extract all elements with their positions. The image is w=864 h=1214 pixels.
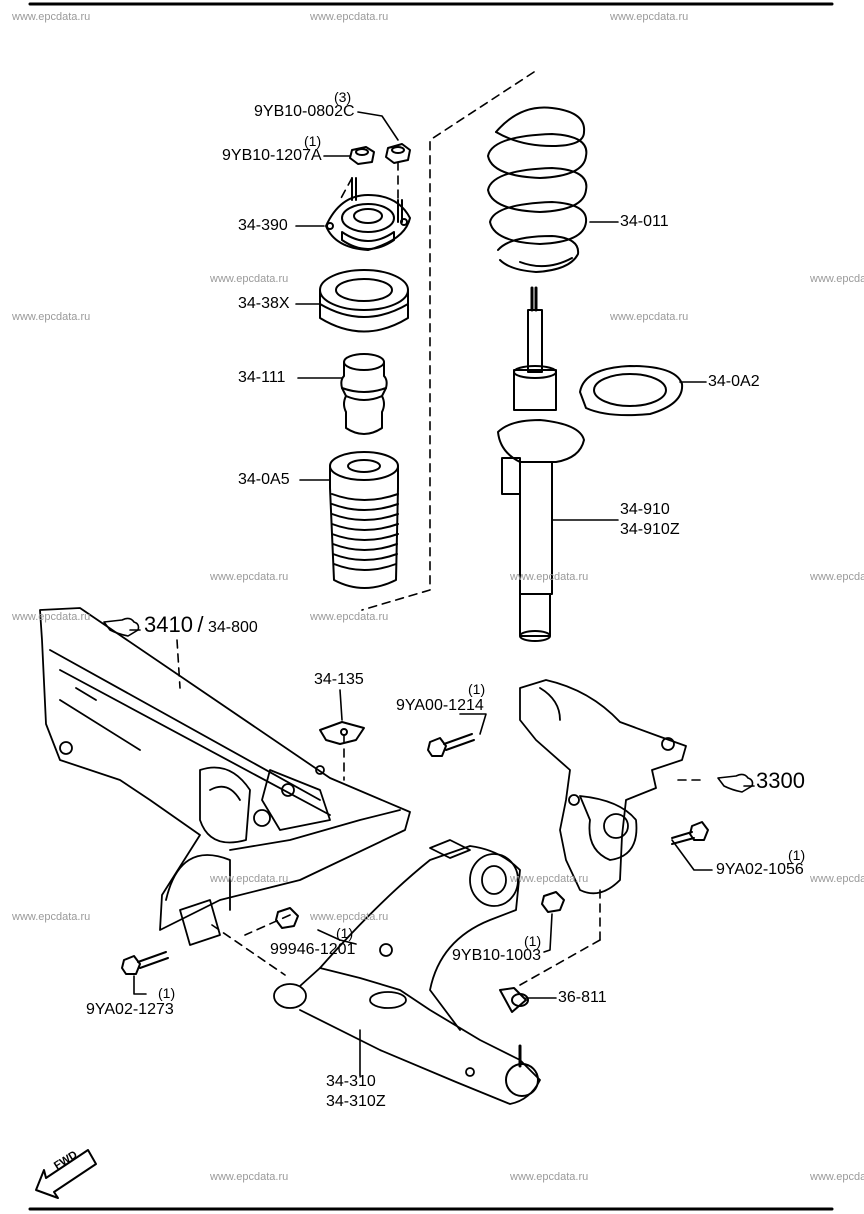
- shock-absorber-910: [497, 286, 585, 642]
- ref-knuckle: 3300: [756, 770, 805, 792]
- ref-crossmember-main: 3410: [144, 612, 193, 637]
- ref-crossmember-sep: /: [197, 612, 204, 637]
- dust-boot-0a5: [329, 451, 399, 589]
- qty-0802c: (3): [334, 89, 352, 105]
- part-34-0a2: 34-0A2: [708, 373, 760, 390]
- part-34-111: 34-111: [238, 369, 286, 386]
- ref-knuckle-main: 3300: [756, 768, 805, 793]
- watermark: www.epcdata.ru: [510, 873, 589, 885]
- watermark: www.epcdata.ru: [210, 873, 289, 885]
- watermark: www.epcdata.ru: [610, 11, 689, 23]
- part-99946-1201: 99946-1201: [270, 941, 356, 958]
- part-9ya00-1214: 9YA00-1214: [396, 697, 484, 714]
- bolt-1056: [671, 821, 709, 845]
- part-34-310: 34-310: [326, 1073, 376, 1090]
- part-9ya02-1056: 9YA02-1056: [716, 861, 804, 878]
- flange-nut-0802c: [385, 143, 411, 164]
- ball-joint-boot-811: [499, 987, 529, 1013]
- spring-seat-0a2: [579, 365, 684, 417]
- lower-control-arm: [273, 839, 541, 1105]
- qty-1003: (1): [524, 933, 542, 949]
- fwd-arrow-icon: [35, 1149, 97, 1199]
- watermark: www.epcdata.ru: [210, 1171, 289, 1183]
- part-34-390: 34-390: [238, 217, 288, 234]
- part-34-011: 34-011: [620, 213, 669, 230]
- watermark: www.epcdata.ru: [510, 1171, 589, 1183]
- watermark: www.epcdata.ru: [810, 873, 864, 885]
- bolt-1273: [121, 951, 169, 975]
- watermark: www.epcdata.ru: [310, 911, 389, 923]
- part-36-811: 36-811: [558, 989, 607, 1006]
- watermark: www.epcdata.ru: [810, 571, 864, 583]
- qty-1214: (1): [468, 681, 486, 697]
- part-34-0a5: 34-0A5: [238, 471, 290, 488]
- part-9yb10-0802c: 9YB10-0802C: [254, 103, 355, 120]
- ref-crossmember: 3410 / 34-800: [144, 614, 258, 636]
- lock-nut-1207a: [349, 146, 375, 165]
- hand-pointer-icon: [717, 773, 755, 793]
- part-9yb10-1207a: 9YB10-1207A: [222, 147, 322, 164]
- watermark: www.epcdata.ru: [810, 1171, 864, 1183]
- strut-mount-390: [325, 177, 411, 251]
- subframe-crossmember: [39, 607, 411, 946]
- qty-1207a: (1): [304, 133, 322, 149]
- part-34-910: 34-910: [620, 501, 670, 518]
- watermark: www.epcdata.ru: [12, 311, 91, 323]
- nut-1201: [275, 907, 299, 929]
- watermark: www.epcdata.ru: [12, 11, 91, 23]
- watermark: www.epcdata.ru: [210, 273, 289, 285]
- watermark: www.epcdata.ru: [310, 11, 389, 23]
- watermark: www.epcdata.ru: [510, 571, 589, 583]
- coil-spring-011: [487, 106, 588, 273]
- qty-1273: (1): [158, 985, 176, 1001]
- qty-1201: (1): [336, 925, 354, 941]
- ref-crossmember-sub: 34-800: [207, 619, 258, 636]
- bolt-1214: [427, 733, 475, 757]
- watermark: www.epcdata.ru: [210, 571, 289, 583]
- part-9ya02-1273: 9YA02-1273: [86, 1001, 174, 1018]
- bracket-135: [319, 721, 365, 745]
- part-34-38x: 34-38X: [238, 295, 290, 312]
- part-34-310z: 34-310Z: [326, 1093, 386, 1110]
- qty-1056: (1): [788, 847, 806, 863]
- watermark: www.epcdata.ru: [810, 273, 864, 285]
- watermark: www.epcdata.ru: [12, 911, 91, 923]
- hand-pointer-icon: [103, 617, 141, 637]
- ball-joint: [505, 1044, 539, 1097]
- part-34-135: 34-135: [314, 671, 364, 688]
- watermark: www.epcdata.ru: [610, 311, 689, 323]
- part-9yb10-1003: 9YB10-1003: [452, 947, 541, 964]
- watermark: www.epcdata.ru: [310, 611, 389, 623]
- leader-lines: [133, 111, 713, 1077]
- part-34-910z: 34-910Z: [620, 521, 680, 538]
- bump-stop-111: [340, 353, 388, 435]
- steering-knuckle: [519, 679, 687, 895]
- watermark: www.epcdata.ru: [12, 611, 91, 623]
- bearing-38x: [319, 269, 409, 333]
- nut-1003: [541, 891, 565, 913]
